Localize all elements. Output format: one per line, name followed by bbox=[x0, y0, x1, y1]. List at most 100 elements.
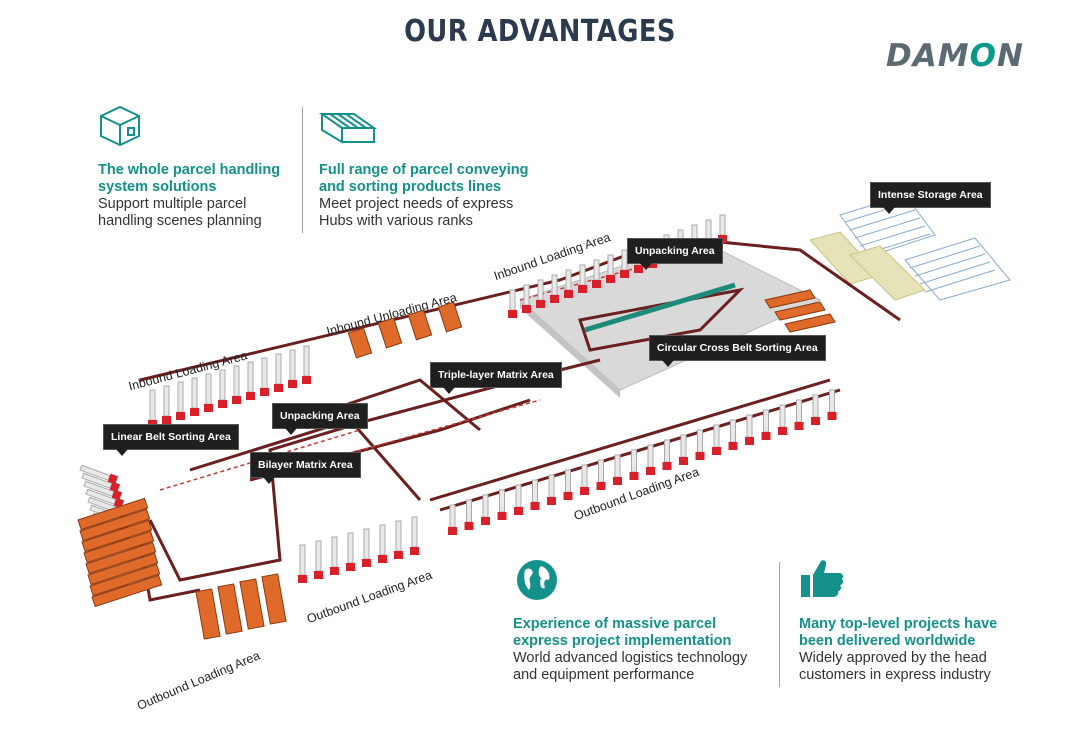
outbound-mid-chute bbox=[331, 536, 338, 568]
outbound-right-truck bbox=[679, 457, 688, 465]
outbound-right-truck bbox=[695, 452, 705, 460]
callout-unpacking-top: Unpacking Area bbox=[627, 238, 723, 270]
outbound-right-chute bbox=[812, 394, 819, 418]
inbound-left-chute bbox=[261, 357, 268, 389]
outbound-mid-truck bbox=[314, 571, 323, 579]
outbound-right-chute bbox=[796, 399, 802, 423]
outbound-mid-chute bbox=[347, 532, 354, 564]
outbound-right-truck bbox=[481, 517, 490, 525]
inbound-left-truck bbox=[302, 376, 311, 384]
outbound-right-chute bbox=[598, 459, 604, 483]
inbound-left-truck bbox=[260, 388, 269, 396]
inbound-top-chute bbox=[593, 259, 600, 281]
inbound-left-chute bbox=[289, 349, 296, 381]
inbound-truck bbox=[83, 530, 155, 564]
outbound-right-chute bbox=[631, 449, 637, 473]
outbound-mid-truck bbox=[362, 559, 371, 567]
outbound-right-truck bbox=[613, 477, 622, 485]
inbound-truck bbox=[85, 541, 157, 575]
inbound-left-truck bbox=[162, 416, 171, 424]
inbound-left-truck bbox=[246, 392, 255, 400]
inbound-left-chute bbox=[205, 373, 212, 405]
inbound-top-truck bbox=[522, 305, 531, 313]
callout-linear-belt: Linear Belt Sorting Area bbox=[103, 424, 239, 456]
outbound-right-chute bbox=[614, 454, 621, 478]
inbound-top-truck bbox=[550, 295, 559, 303]
inbound-left-chute bbox=[233, 365, 240, 397]
outbound-right-chute bbox=[697, 429, 703, 453]
inbound-top-chute bbox=[579, 264, 586, 286]
outbound-right-chute bbox=[763, 409, 769, 433]
outbound-right-truck bbox=[580, 487, 589, 495]
thumbs-up-icon bbox=[801, 560, 844, 597]
outbound-mid-chute bbox=[299, 544, 306, 576]
outbound-right-truck bbox=[629, 472, 639, 480]
outbound-mid-chute bbox=[379, 524, 386, 556]
outbound-right-truck bbox=[761, 432, 771, 440]
inbound-top-truck bbox=[592, 280, 601, 288]
callout-intense-storage: Intense Storage Area bbox=[870, 182, 991, 214]
inbound-top-truck bbox=[508, 310, 517, 318]
outbound-right-chute bbox=[515, 484, 522, 508]
outbound-right-truck bbox=[794, 422, 804, 430]
outbound-left-truck bbox=[111, 489, 123, 501]
inbound-top-chute bbox=[607, 254, 614, 276]
parcel-box-icon bbox=[100, 105, 140, 147]
conveyor-icon bbox=[318, 113, 378, 144]
inbound-top-chute bbox=[705, 219, 712, 241]
divider bbox=[302, 107, 303, 233]
damon-logo: DAMON bbox=[886, 38, 1024, 74]
outbound-right-truck bbox=[448, 527, 457, 535]
inbound-truck bbox=[81, 519, 153, 553]
inbound-left-truck bbox=[190, 408, 199, 416]
outbound-right-truck bbox=[497, 512, 507, 520]
outbound-right-truck bbox=[563, 492, 573, 500]
outbound-right-chute bbox=[680, 434, 687, 458]
outbound-mid-truck bbox=[394, 551, 403, 559]
outbound-mid-chute bbox=[363, 528, 370, 560]
inbound-left-truck bbox=[204, 404, 213, 412]
inbound-top-truck bbox=[620, 270, 629, 278]
inbound-top-chute bbox=[537, 279, 544, 301]
inbound-truck bbox=[87, 552, 159, 586]
inbound-top-truck bbox=[634, 265, 643, 273]
outbound-right-chute bbox=[449, 504, 456, 528]
divider bbox=[779, 562, 780, 687]
inbound-left-truck bbox=[232, 396, 241, 404]
outbound-right-chute bbox=[779, 404, 786, 428]
inbound-truck bbox=[89, 563, 161, 597]
inbound-left-chute bbox=[163, 385, 170, 417]
inbound-top-truck bbox=[536, 300, 545, 308]
outbound-right-chute bbox=[829, 389, 835, 413]
outbound-right-chute bbox=[730, 419, 736, 443]
outbound-mid-truck bbox=[330, 567, 339, 575]
callout-triple-layer: Triple-layer Matrix Area bbox=[430, 362, 562, 394]
outbound-right-truck bbox=[514, 507, 523, 515]
inbound-left-truck bbox=[288, 380, 297, 388]
inbound-left-chute bbox=[275, 353, 282, 385]
outbound-right-chute bbox=[746, 414, 753, 438]
outbound-mid-chute bbox=[395, 520, 402, 552]
inbound-top-chute bbox=[509, 289, 516, 311]
inbound-top-truck bbox=[648, 260, 657, 268]
outbound-mid-chute bbox=[315, 540, 322, 572]
callout-bilayer: Bilayer Matrix Area bbox=[250, 452, 361, 484]
inbound-top-truck bbox=[564, 290, 573, 298]
outbound-right-truck bbox=[662, 462, 672, 470]
inbound-truck bbox=[77, 497, 149, 531]
inbound-left-chute bbox=[303, 345, 310, 377]
inbound-left-chute bbox=[149, 389, 156, 421]
outbound-left-truck bbox=[107, 473, 119, 485]
outbound-right-chute bbox=[532, 479, 538, 503]
outbound-right-truck bbox=[728, 442, 738, 450]
outbound-right-truck bbox=[827, 412, 837, 420]
inbound-truck bbox=[91, 574, 163, 608]
